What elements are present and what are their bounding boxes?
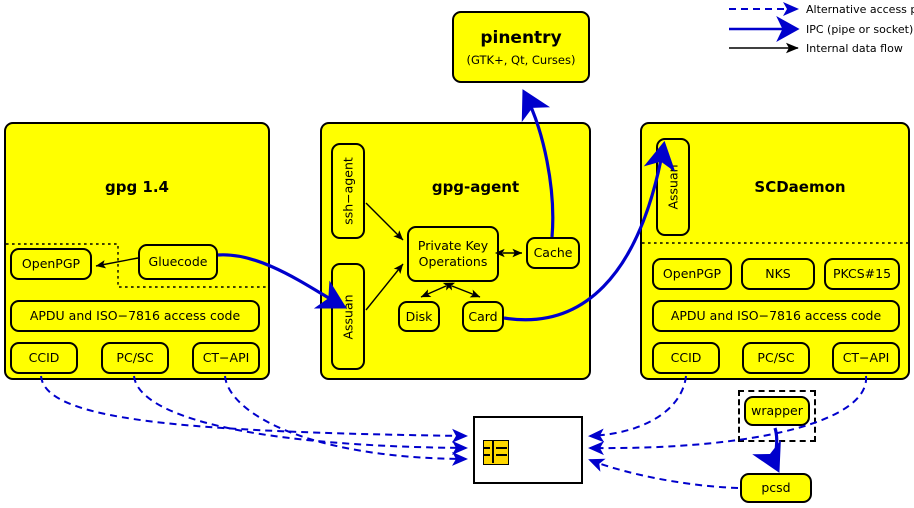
agent-cache-box[interactable]: Cache [526, 237, 580, 269]
pinentry-box[interactable]: pinentry (GTK+, Qt, Curses) [452, 11, 590, 83]
agent-private-key-line1: Private Key [417, 238, 489, 254]
scdaemon-title: SCDaemon [754, 178, 846, 196]
smartcard-chip-contact-v [492, 440, 494, 463]
wrapper-box[interactable]: wrapper [744, 396, 810, 426]
gpg-apdu-label: APDU and ISO−7816 access code [29, 308, 241, 324]
wrapper-label: wrapper [751, 403, 803, 419]
alt-gpg-ctapi-to-card [224, 375, 468, 466]
agent-ssh-agent-box[interactable]: ssh−agent [331, 143, 365, 239]
legend-label-internal-data-flow: Internal data flow [806, 42, 903, 55]
legend-label-ipc: IPC (pipe or socket) [806, 23, 914, 36]
alt-pcsd-to-card [588, 458, 739, 489]
gpg-agent-title: gpg-agent [431, 178, 520, 196]
alt-scdaemon-ctapi-to-card [588, 375, 868, 456]
ipc-cache-to-pinentry [521, 89, 555, 238]
gpg-openpgp-label: OpenPGP [21, 256, 81, 272]
ipc-gluecode-to-agent-assuan [217, 253, 347, 309]
alt-gpg-ccid-to-card [40, 375, 468, 443]
smartcard-chip-icon [483, 440, 509, 465]
ipc-wrapper-to-pcsd [752, 427, 781, 473]
pinentry-title: pinentry [480, 27, 562, 48]
gpg-driver-pcsc-label: PC/SC [116, 350, 154, 366]
scdaemon-driver-ctapi-label: CT−API [842, 350, 890, 366]
gpg-apdu-box[interactable]: APDU and ISO−7816 access code [10, 300, 260, 332]
edge-pko-disk [420, 282, 454, 298]
gpg-gluecode-box[interactable]: Gluecode [138, 244, 218, 280]
agent-private-key-line2: Operations [418, 254, 488, 269]
smartcard-chip-contact-l2 [483, 454, 490, 456]
agent-disk-box[interactable]: Disk [398, 301, 440, 332]
smartcard[interactable] [473, 416, 583, 484]
gpg-driver-ctapi[interactable]: CT−API [192, 342, 260, 374]
scdaemon-app-openpgp[interactable]: OpenPGP [652, 258, 732, 290]
gpg-openpgp-box[interactable]: OpenPGP [10, 248, 92, 280]
smartcard-chip-contact-l1 [483, 447, 490, 449]
gpg-title: gpg 1.4 [104, 178, 169, 196]
agent-disk-label: Disk [405, 308, 433, 324]
scdaemon-app-pkcs15[interactable]: PKCS#15 [824, 258, 900, 290]
scdaemon-driver-ccid-label: CCID [670, 350, 702, 366]
edge-sshagent-to-pko [365, 202, 404, 241]
smartcard-chip-contact-r1 [496, 447, 507, 449]
scdaemon-driver-pcsc[interactable]: PC/SC [742, 342, 810, 374]
edge-pko-card [444, 282, 481, 298]
agent-cache-label: Cache [533, 245, 573, 261]
agent-card-label: Card [468, 308, 498, 324]
scdaemon-app-nks-label: NKS [765, 266, 791, 282]
agent-card-box[interactable]: Card [462, 301, 504, 332]
gpg-driver-ccid[interactable]: CCID [10, 342, 78, 374]
edge-gluecode-to-openpgp [95, 257, 139, 269]
edge-assuan-to-pko [365, 263, 404, 311]
scdaemon-apdu-box[interactable]: APDU and ISO−7816 access code [652, 300, 900, 332]
scdaemon-apdu-label: APDU and ISO−7816 access code [670, 308, 882, 324]
alt-gpg-pcsc-to-card [133, 375, 468, 455]
gpg-driver-ctapi-label: CT−API [202, 350, 250, 366]
gpg-driver-ccid-label: CCID [28, 350, 60, 366]
gpg-driver-pcsc[interactable]: PC/SC [101, 342, 169, 374]
agent-private-key-operations-box[interactable]: Private Key Operations [407, 226, 499, 282]
gpg-gluecode-label: Gluecode [148, 254, 208, 270]
scdaemon-app-openpgp-label: OpenPGP [662, 266, 722, 282]
ipc-agent-card-to-scdaemon-assuan [503, 140, 676, 322]
scdaemon-driver-ccid[interactable]: CCID [652, 342, 720, 374]
legend-label-alternative-access-paths: Alternative access paths [806, 3, 914, 16]
alt-scdaemon-ccid-to-card [588, 375, 687, 443]
scdaemon-app-nks[interactable]: NKS [741, 258, 815, 290]
scdaemon-driver-ctapi[interactable]: CT−API [832, 342, 900, 374]
pcsd-label: pcsd [761, 480, 791, 496]
pinentry-subtitle: (GTK+, Qt, Curses) [466, 52, 576, 67]
pcsd-box[interactable]: pcsd [740, 473, 812, 503]
scdaemon-driver-pcsc-label: PC/SC [757, 350, 795, 366]
smartcard-chip-contact-r2 [496, 454, 507, 456]
scdaemon-app-pkcs15-label: PKCS#15 [832, 266, 892, 282]
